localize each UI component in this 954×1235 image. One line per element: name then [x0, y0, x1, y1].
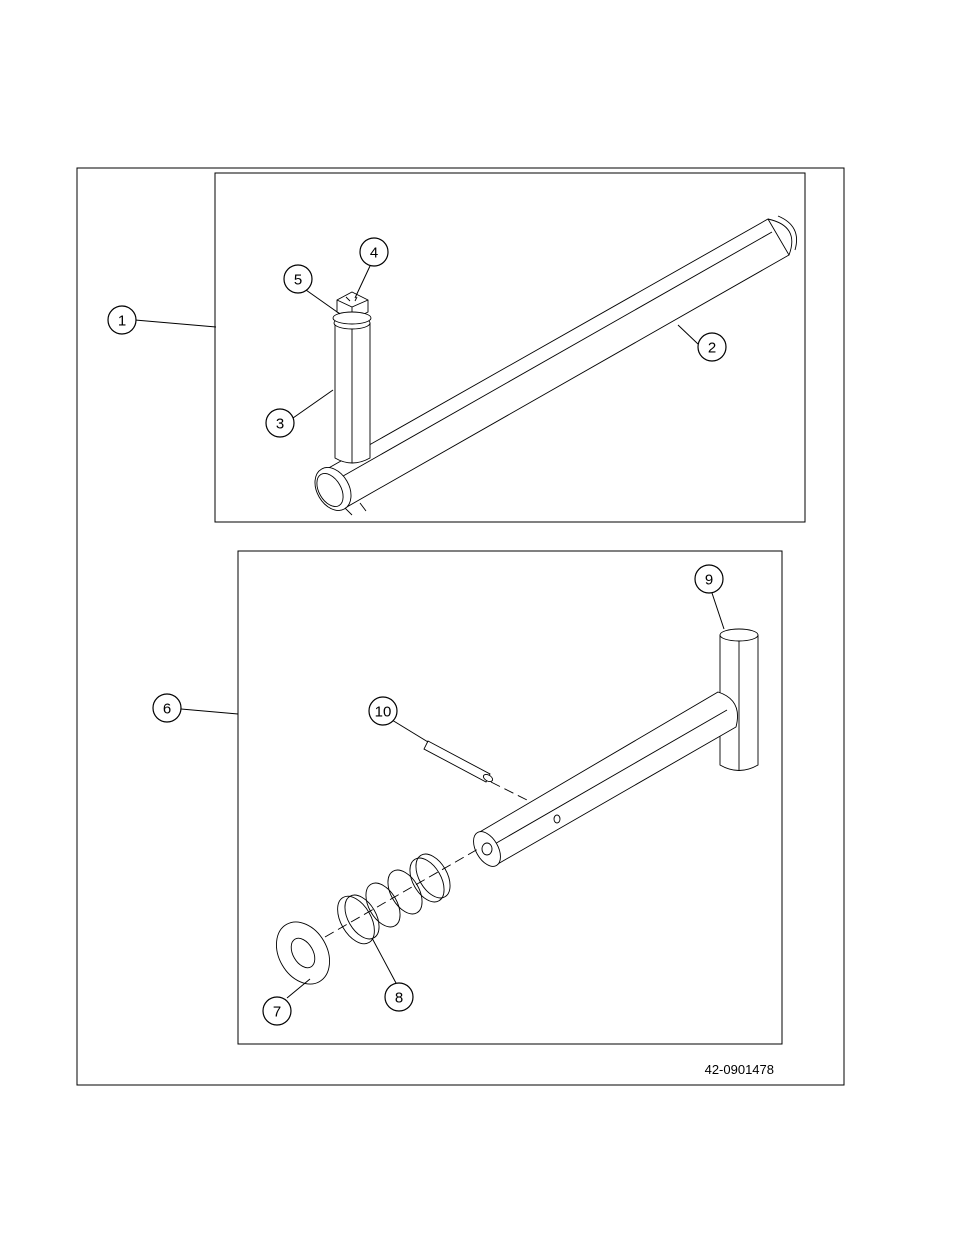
- leader-4: [355, 266, 370, 298]
- leader-10: [392, 720, 428, 742]
- svg-text:4: 4: [370, 245, 378, 262]
- drawing-number: 42-0901478: [705, 1062, 774, 1077]
- roll-pin: [424, 741, 494, 783]
- leader-6: [181, 709, 238, 714]
- callout-8: 8: [385, 983, 413, 1011]
- svg-text:2: 2: [708, 340, 716, 357]
- svg-text:8: 8: [395, 990, 403, 1007]
- callout-7: 7: [263, 997, 291, 1025]
- callout-5: 5: [284, 265, 312, 293]
- outer-frame: [77, 168, 844, 1085]
- callout-10: 10: [369, 697, 397, 725]
- shaft-centerline: [325, 849, 478, 937]
- pin-centerline: [491, 782, 527, 800]
- leader-8: [372, 938, 396, 983]
- callout-6: 6: [153, 694, 181, 722]
- svg-text:6: 6: [163, 701, 171, 718]
- svg-text:9: 9: [705, 572, 713, 589]
- callout-3: 3: [266, 409, 294, 437]
- callout-2: 2: [698, 333, 726, 361]
- svg-text:5: 5: [294, 272, 302, 289]
- svg-text:3: 3: [276, 416, 284, 433]
- callout-4: 4: [360, 238, 388, 266]
- spring: [330, 848, 457, 950]
- leader-7: [287, 979, 310, 998]
- leader-1: [135, 320, 216, 327]
- lower-assembly: [266, 629, 758, 994]
- washer: [333, 312, 371, 324]
- svg-text:10: 10: [375, 704, 392, 721]
- callout-9: 9: [695, 565, 723, 593]
- callout-1: 1: [108, 306, 136, 334]
- leader-2: [678, 325, 698, 344]
- flat-washer: [266, 912, 341, 993]
- leader-3: [293, 390, 333, 418]
- vertical-tube: [334, 317, 370, 463]
- shaft: [468, 692, 738, 871]
- svg-text:7: 7: [273, 1004, 281, 1021]
- leader-9: [712, 593, 724, 629]
- svg-text:1: 1: [118, 313, 126, 330]
- leader-5: [306, 290, 340, 314]
